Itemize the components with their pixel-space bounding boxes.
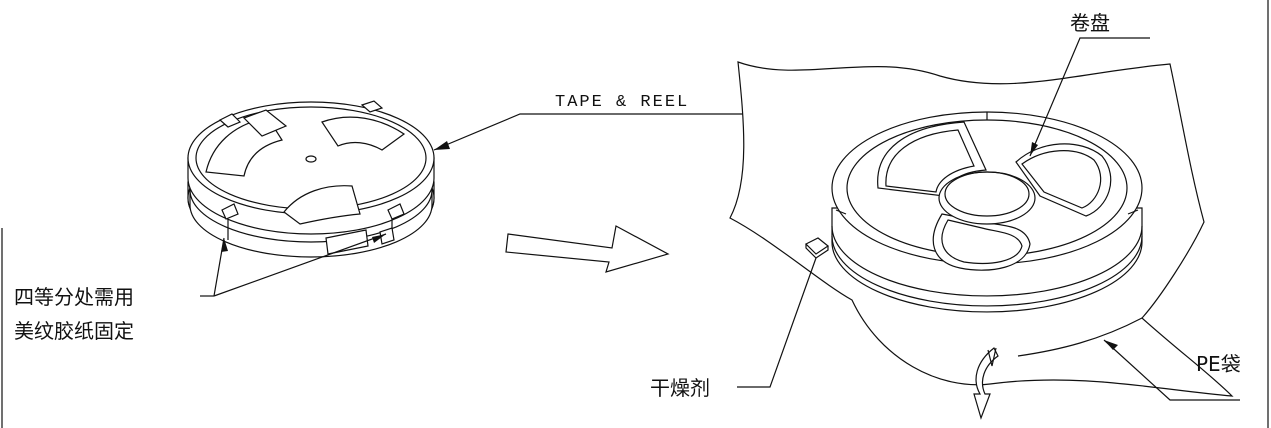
pe-bag-label: PE袋 (1196, 352, 1241, 376)
tape-note-callout: 四等分处需用 美纹胶纸固定 (14, 233, 387, 343)
reel-callout: 卷盘 (1029, 11, 1150, 157)
reel-label: 卷盘 (1070, 11, 1110, 35)
tape-note-line2: 美纹胶纸固定 (14, 319, 134, 343)
tape-reel-label: TAPE & REEL (555, 93, 689, 112)
desiccant-callout: 干燥剂 (650, 257, 817, 400)
pe-bag-callout: PE袋 (1103, 339, 1241, 401)
process-arrow-icon (505, 225, 670, 273)
tape-note-line1: 四等分处需用 (14, 285, 134, 309)
fold-arrow-icon (973, 347, 999, 420)
tape-reel-callout: TAPE & REEL (433, 93, 752, 151)
tape-reel-drawing (187, 100, 435, 258)
desiccant-label: 干燥剂 (650, 376, 710, 400)
reel-drawing (831, 111, 1143, 313)
